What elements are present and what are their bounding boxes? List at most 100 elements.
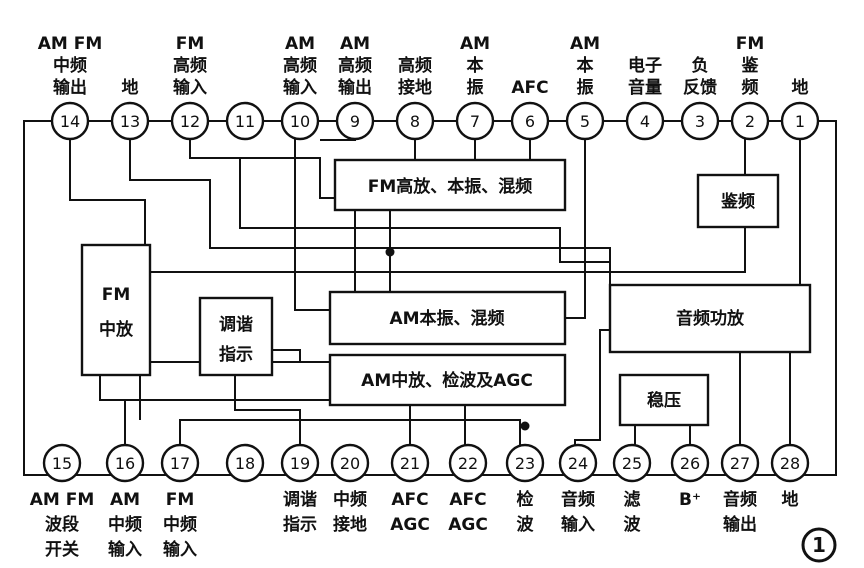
pin-25-label: 滤: [624, 489, 641, 510]
block-fm-if-label-2: 中放: [99, 319, 134, 340]
pin-27-label: 音频: [723, 489, 757, 510]
pin-16-label: AM: [110, 490, 140, 510]
pin-14-label: AM FM: [38, 34, 103, 54]
pin-8-label: 高频: [398, 55, 432, 76]
pin-number: 27: [730, 454, 750, 473]
pin-number: 10: [290, 112, 310, 131]
pin-number: 13: [120, 112, 140, 131]
pin-17-label: FM: [166, 490, 195, 510]
pin-19-label: 指示: [283, 514, 317, 535]
pin-number: 18: [235, 454, 255, 473]
pin-9-label: 输出: [338, 77, 372, 98]
pin-21-label: AGC: [390, 515, 430, 535]
pin-20-label: 中频: [333, 489, 367, 510]
pin-12-label: 高频: [173, 55, 207, 76]
block-regulator: 稳压: [618, 373, 710, 427]
pin-10-label: 高频: [283, 55, 317, 76]
pin-7-label: 本: [467, 55, 484, 76]
pin-14-label: 中频: [53, 55, 87, 76]
pin-28: 28地: [770, 443, 810, 510]
block-regulator-label: 稳压: [647, 390, 681, 411]
pin-number: 12: [180, 112, 200, 131]
pin-number: 11: [235, 112, 255, 131]
pin-12-label: FM: [176, 34, 205, 54]
pin-number: 5: [580, 112, 590, 131]
page-mark-number: 1: [812, 533, 826, 557]
pin-1-label: 地: [792, 77, 809, 98]
pin-26-label: B⁺: [679, 490, 701, 510]
pin-number: 28: [780, 454, 800, 473]
block-fm-if-label-1: FM: [102, 285, 131, 305]
pin-18: 18: [225, 443, 265, 483]
pin-3-label: 反馈: [683, 77, 717, 98]
pin-13-label: 地: [122, 77, 139, 98]
block-audio-amp-label: 音频功放: [676, 308, 745, 329]
pin-25-label: 波: [624, 514, 642, 535]
pin-number: 24: [568, 454, 588, 473]
pin-9-label: AM: [340, 34, 370, 54]
pin-22-label: AGC: [448, 515, 488, 535]
pin-number: 8: [410, 112, 420, 131]
pin-15-label: AM FM: [30, 490, 95, 510]
block-tuning-indicator-label-1: 调谐: [219, 315, 253, 335]
pin-7-label: 振: [467, 77, 484, 98]
pin-10-label: 输入: [283, 77, 317, 98]
pin-17-label: 中频: [163, 514, 197, 535]
block-am-osc-mix: AM本振、混频: [328, 290, 567, 346]
block-am-osc-mix-label: AM本振、混频: [389, 308, 504, 329]
block-fm-rf-label: FM高放、本振、混频: [368, 176, 533, 197]
pin-8-label: 接地: [398, 77, 432, 98]
pin-4-label: 电子: [628, 55, 662, 76]
pin-number: 7: [470, 112, 480, 131]
pin-12-label: 输入: [173, 77, 207, 98]
pin-20-label: 接地: [333, 514, 367, 535]
pin-number: 2: [745, 112, 755, 131]
block-fm-if: FM 中放: [80, 243, 152, 377]
block-tuning-indicator: 调谐 指示: [198, 296, 274, 377]
pin-10-label: AM: [285, 34, 315, 54]
pin-22-label: AFC: [449, 490, 486, 510]
pin-24-label: 音频: [561, 489, 595, 510]
pin-23-label: 检: [517, 489, 534, 510]
pin-2-label: 鉴: [741, 55, 760, 76]
block-discriminator: 鉴频: [696, 173, 780, 229]
pin-6-label: AFC: [511, 78, 548, 98]
pin-24-label: 输入: [561, 514, 595, 535]
pin-26: 26B⁺: [670, 443, 710, 510]
block-audio-amp: 音频功放: [608, 283, 812, 354]
pin-27-label: 输出: [723, 514, 757, 535]
pin-13: 13 地: [110, 77, 150, 141]
page-mark: 1: [801, 527, 837, 563]
pin-4-label: 音量: [628, 77, 662, 98]
block-fm-rf: FM高放、本振、混频: [333, 158, 567, 212]
pin-15-label: 开关: [45, 539, 79, 560]
pin-number: 17: [170, 454, 190, 473]
pin-15-label: 波段: [45, 514, 79, 535]
pin-21-label: AFC: [391, 490, 428, 510]
pin-number: 6: [525, 112, 535, 131]
pin-23-label: 波: [517, 514, 535, 535]
pin-number: 21: [400, 454, 420, 473]
pin-number: 22: [458, 454, 478, 473]
pin-number: 1: [795, 112, 805, 131]
block-am-if: AM中放、检波及AGC: [328, 353, 567, 407]
pin-number: 4: [640, 112, 650, 131]
